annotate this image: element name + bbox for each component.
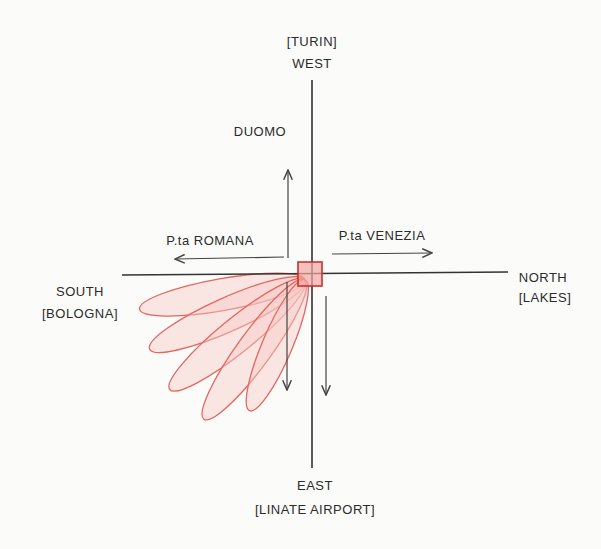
location-square [298,262,322,286]
down-arrow [325,296,326,395]
place-label: P.ta ROMANA [166,234,254,248]
place-label: P.ta VENEZIA [339,229,426,243]
petals [137,264,319,429]
place-label: [BOLOGNA] [42,307,118,321]
venezia-arrow [332,253,432,254]
place-label: EAST [297,479,333,493]
place-label: [LINATE AIRPORT] [255,503,375,517]
romana-arrow [175,257,284,259]
down-arrow [286,282,287,390]
place-label: SOUTH [56,285,104,299]
duomo-arrow [287,170,288,258]
place-label: DUOMO [234,125,286,139]
place-label: NORTH [519,271,567,285]
place-label: [LAKES] [519,291,572,305]
place-label: [TURIN] [287,35,337,49]
place-label: WEST [292,57,332,71]
